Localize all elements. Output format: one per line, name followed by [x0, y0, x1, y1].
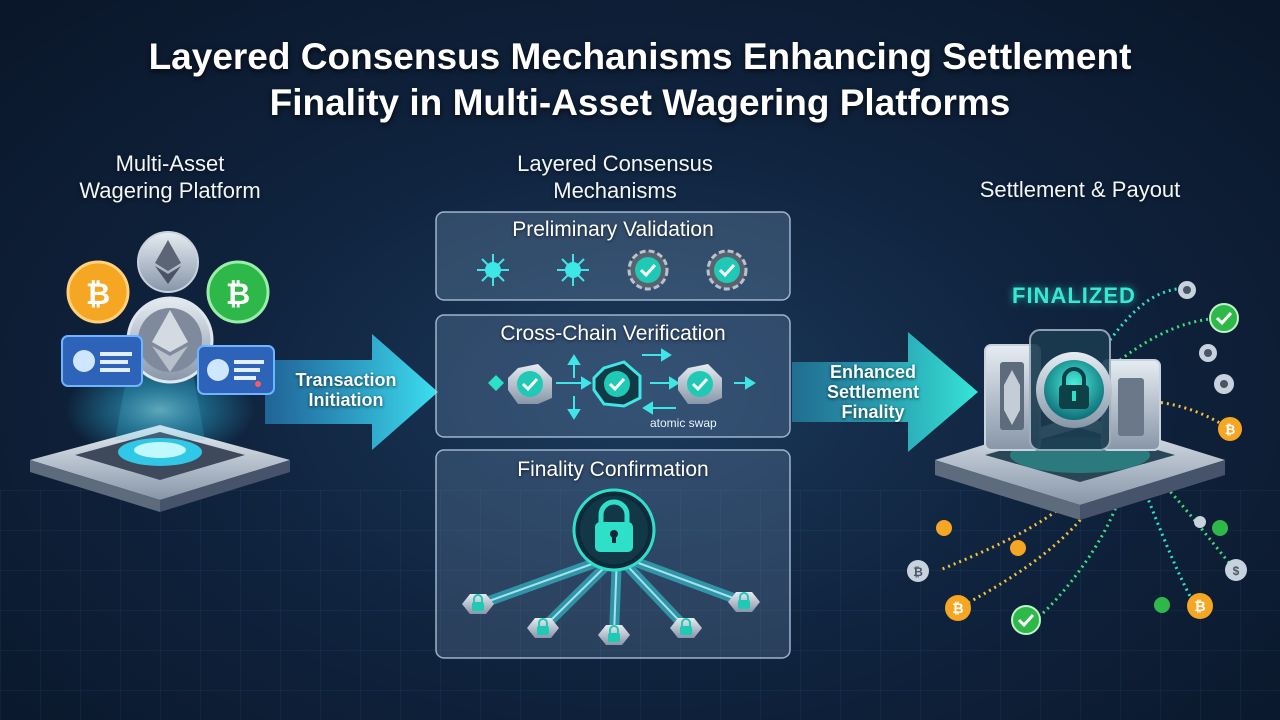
ethereum-coin-main	[126, 296, 214, 384]
arrow-right-icon	[642, 348, 680, 390]
settlement-finality-arrow	[792, 332, 978, 452]
atomic-swap-note: atomic swap	[650, 416, 717, 430]
check-octagon-icon	[592, 360, 642, 408]
bitcoin-coin-small: ₿	[1218, 417, 1242, 441]
network-node-icon	[477, 254, 509, 286]
middle-heading-line-2: Mechanisms	[553, 178, 677, 203]
check-gear-icon	[706, 249, 748, 291]
svg-text:₿: ₿	[226, 278, 250, 311]
check-gear-icon	[627, 249, 669, 291]
dollar-coin-small: $	[1225, 559, 1247, 581]
token-coin-small	[1010, 540, 1026, 556]
arrow2-label: Enhanced Settlement Finality	[800, 362, 946, 422]
preliminary-validation-title: Preliminary Validation	[512, 218, 714, 241]
arrow1-label-line-2: Initiation	[308, 390, 384, 410]
finality-lock-icon	[572, 488, 656, 572]
ethereum-coin-top	[137, 231, 199, 293]
svg-text:₿: ₿	[952, 600, 963, 616]
token-coin-small	[1212, 520, 1228, 536]
panel-preliminary-validation	[435, 211, 791, 301]
token-coin-small	[1214, 374, 1234, 394]
middle-heading-line-1: Layered Consensus	[517, 151, 713, 176]
left-platform	[30, 330, 290, 512]
bitcoin-coin-small: ₿	[945, 595, 971, 621]
middle-column-heading: Layered Consensus Mechanisms	[470, 150, 760, 204]
finality-confirmation-title: Finality Confirmation	[517, 458, 709, 481]
finalized-status: FINALIZED	[1012, 283, 1136, 308]
cross-chain-verification-title: Cross-Chain Verification	[500, 322, 726, 345]
vault-lock-icon	[1036, 352, 1112, 428]
small-lock-node-icon	[527, 618, 559, 638]
left-heading-line-2: Wagering Platform	[79, 178, 261, 203]
small-lock-node-icon	[462, 594, 494, 614]
arrow-right-icon	[734, 376, 756, 390]
svg-text:₿: ₿	[1194, 598, 1205, 614]
right-column-heading: Settlement & Payout	[979, 177, 1181, 202]
small-lock-node-icon	[728, 592, 760, 612]
title-line-1: Layered Consensus Mechanisms Enhancing S…	[148, 36, 1132, 77]
check-octagon-icon	[508, 364, 552, 404]
small-lock-node-icon	[598, 625, 630, 645]
svg-text:₿: ₿	[1225, 422, 1236, 437]
transaction-initiation-arrow	[265, 334, 438, 450]
wallet-card-right	[197, 345, 275, 395]
network-node-icon	[557, 254, 589, 286]
token-coin-small	[1154, 597, 1170, 613]
arrow2-label-line-1: Enhanced	[829, 362, 917, 382]
left-heading-line-1: Multi-Asset	[115, 151, 225, 176]
svg-text:₿: ₿	[913, 565, 923, 579]
arrow2-label-line-2: Settlement	[826, 382, 920, 402]
arrow2-label-line-3: Finality	[841, 402, 905, 422]
check-badge-icon	[1209, 303, 1239, 333]
token-coin-small	[936, 520, 952, 536]
bitcoin-cash-coin: ₿	[206, 260, 270, 324]
wallet-card-left	[61, 335, 143, 387]
arrow-left-icon	[642, 401, 676, 415]
svg-text:₿: ₿	[86, 278, 110, 311]
page-title: Layered Consensus Mechanisms Enhancing S…	[60, 34, 1220, 126]
arrow1-label: Transaction Initiation	[272, 370, 420, 410]
left-column-heading: Multi-Asset Wagering Platform	[40, 150, 300, 204]
panel-preliminary-validation-label: Preliminary Validation	[436, 218, 790, 242]
panel-finality-label: Finality Confirmation	[436, 458, 790, 482]
diamond-icon	[488, 375, 504, 391]
bitcoin-coin-small: ₿	[907, 560, 929, 582]
bitcoin-coin-small: ₿	[1187, 593, 1213, 619]
swap-arrows-icon	[556, 354, 592, 420]
check-badge-icon	[1011, 605, 1041, 635]
token-coin-small	[1178, 281, 1196, 299]
token-coin-small	[1194, 516, 1206, 528]
svg-text:$: $	[1233, 564, 1240, 578]
check-octagon-icon	[678, 364, 722, 404]
arrow1-label-line-1: Transaction	[295, 370, 397, 390]
token-coin-small	[1199, 344, 1217, 362]
title-line-2: Finality in Multi-Asset Wagering Platfor…	[269, 82, 1011, 123]
small-lock-node-icon	[670, 618, 702, 638]
panel-cross-chain-label: Cross-Chain Verification	[436, 322, 790, 346]
bitcoin-coin: ₿	[66, 260, 130, 324]
